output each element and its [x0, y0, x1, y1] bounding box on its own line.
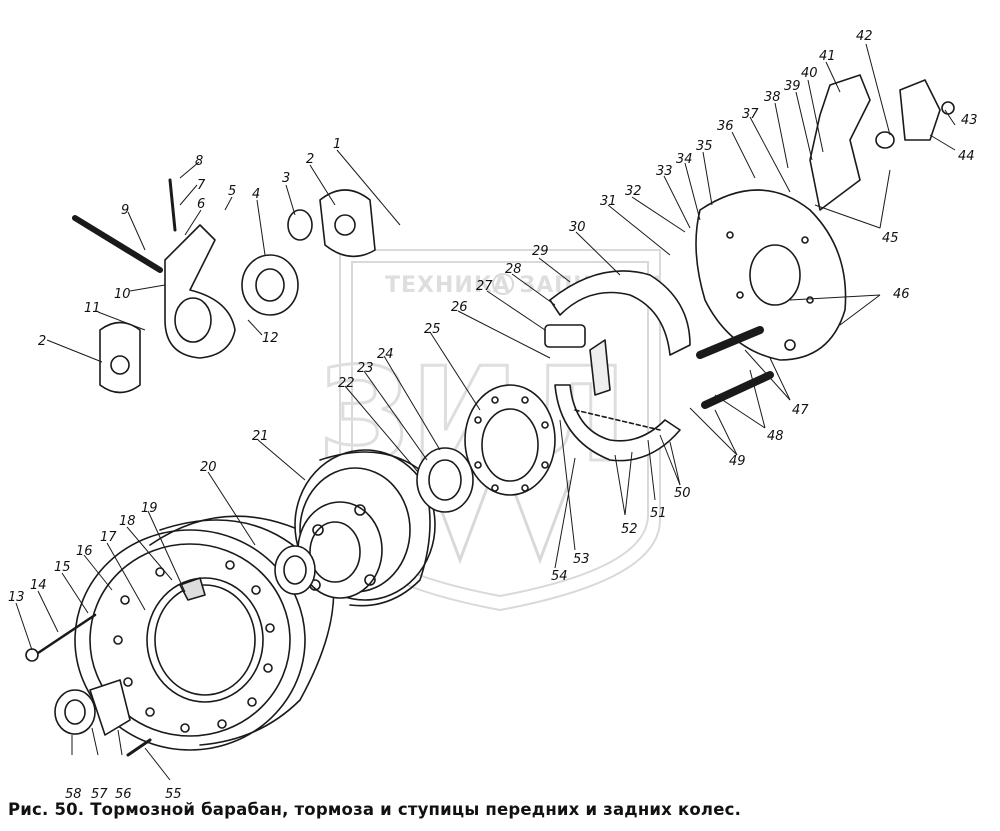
part-label-56: 56: [115, 787, 132, 802]
part-label-7: 7: [197, 178, 206, 193]
part-label-46: 46: [893, 287, 910, 302]
part-label-6: 6: [197, 197, 205, 212]
part-label-18: 18: [119, 514, 136, 529]
leader-lines: [15, 43, 956, 781]
part-label-24: 24: [377, 347, 394, 362]
part-label-12: 12: [262, 331, 279, 346]
part-label-21: 21: [252, 429, 269, 444]
part-label-48: 48: [767, 429, 784, 444]
part-label-53: 53: [573, 552, 590, 567]
part-label-26: 26: [451, 300, 468, 315]
part-label-45: 45: [882, 231, 899, 246]
part-label-16: 16: [76, 544, 93, 559]
part-label-4: 4: [252, 187, 260, 202]
part-label-50: 50: [674, 486, 691, 501]
part-label-51: 51: [650, 506, 667, 521]
part-label-57: 57: [91, 787, 108, 802]
brake-shoes: [544, 270, 691, 462]
part-label-13: 13: [8, 590, 25, 605]
part-label-43: 43: [961, 113, 978, 128]
part-label-41: 41: [819, 49, 836, 64]
part-label-14: 14: [30, 578, 47, 593]
part-label-52: 52: [621, 522, 638, 537]
part-label-36: 36: [717, 119, 734, 134]
part-label-1: 1: [333, 137, 341, 152]
part-label-34: 34: [676, 152, 693, 167]
part-label-8: 8: [195, 154, 203, 169]
part-label-11: 11: [84, 301, 101, 316]
flange-ring: [464, 384, 556, 496]
part-label-5: 5: [228, 184, 236, 199]
part-label-20: 20: [200, 460, 217, 475]
backing-plate: [695, 189, 847, 361]
part-label-39: 39: [784, 79, 801, 94]
part-label-33: 33: [656, 164, 673, 179]
part-label-54: 54: [551, 569, 568, 584]
part-label-58: 58: [65, 787, 82, 802]
part-label-27: 27: [476, 279, 493, 294]
part-label-9: 9: [121, 203, 129, 218]
part-label-30: 30: [569, 220, 586, 235]
bearings: [274, 447, 474, 595]
part-label-17: 17: [100, 530, 117, 545]
part-label-2: 2: [306, 152, 314, 167]
part-label-37: 37: [742, 107, 759, 122]
part-label-47: 47: [792, 403, 809, 418]
part-label-35: 35: [696, 139, 713, 154]
part-label-38: 38: [764, 90, 781, 105]
part-label-55: 55: [165, 787, 182, 802]
hub-nut-assembly: [25, 613, 152, 757]
slack-adjuster: [72, 178, 313, 359]
part-label-42: 42: [856, 29, 873, 44]
studs: [696, 326, 774, 409]
part-label-31: 31: [600, 194, 617, 209]
part-label-28: 28: [505, 262, 522, 277]
part-label-40: 40: [801, 66, 818, 81]
part-label-32: 32: [625, 184, 642, 199]
part-label-25: 25: [424, 322, 441, 337]
part-label-29: 29: [532, 244, 549, 259]
part-label-10: 10: [114, 287, 131, 302]
figure-caption: Рис. 50. Тормозной барабан, тормоза и ст…: [8, 800, 742, 819]
part-label-49: 49: [729, 454, 746, 469]
wheel-hub: [294, 449, 436, 607]
bracket: [99, 189, 376, 394]
brake-drum: [74, 515, 335, 751]
part-label-2: 2: [38, 334, 46, 349]
part-label-19: 19: [141, 501, 158, 516]
camshaft-bracket: [809, 74, 955, 211]
part-label-3: 3: [282, 171, 290, 186]
part-label-23: 23: [357, 361, 374, 376]
part-label-44: 44: [958, 149, 975, 164]
part-label-15: 15: [54, 560, 71, 575]
part-label-22: 22: [338, 376, 355, 391]
